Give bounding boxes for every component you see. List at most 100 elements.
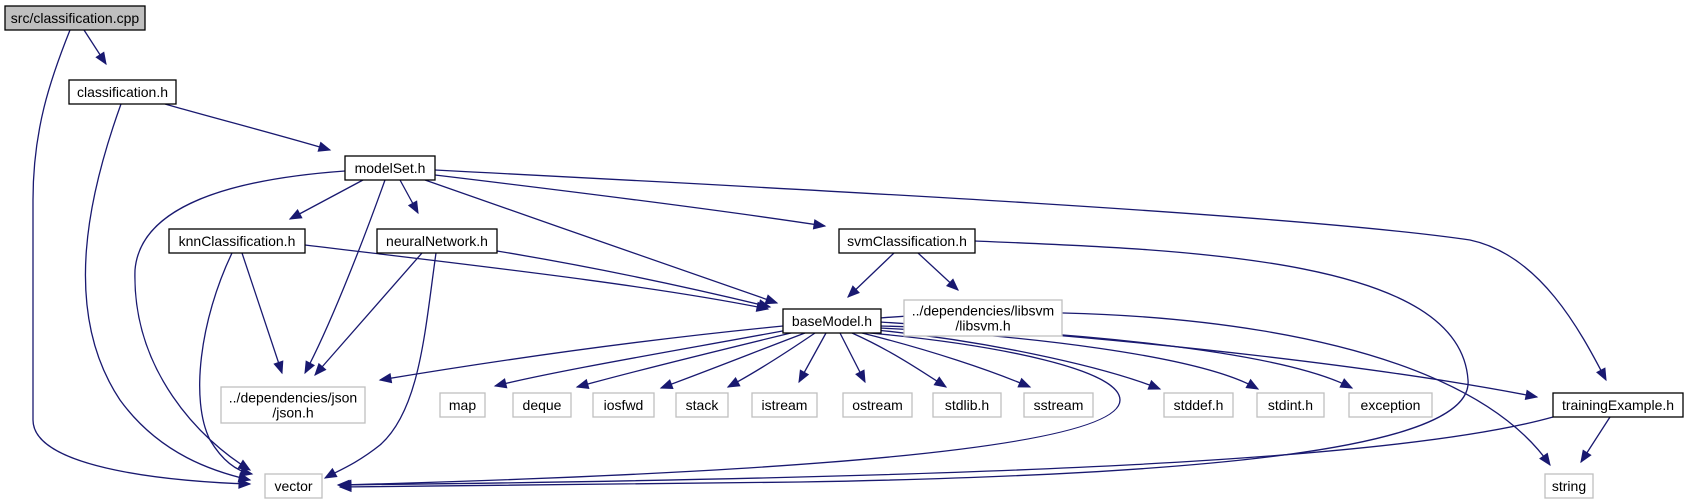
edge-modelSet-h-to-neuralNetwork-h [399,179,419,215]
node-classification-cpp[interactable]: src/classification.cpp [4,5,146,31]
edge-baseModel-h-to-iosfwd [659,332,806,389]
node-json-h: ../dependencies/json/json.h [220,386,366,424]
nodes-layer: src/classification.cpp classification.h mo… [4,5,1684,499]
node-deque: deque [512,392,572,418]
node-label: deque [523,397,562,413]
node-knnClassification-h[interactable]: knnClassification.h [168,228,306,254]
edge-arrowhead [933,376,948,388]
node-label: svmClassification.h [847,233,967,249]
edge-neuralNetwork-h-to-json-h [314,252,423,376]
node-box [1552,392,1684,418]
edge-arrowhead [1596,367,1607,382]
edge-arrowhead [407,200,419,215]
node-classification-h[interactable]: classification.h [68,79,177,105]
node-sstream: sstream [1023,392,1094,418]
node-box [932,392,1002,418]
node-svmClassification-h[interactable]: svmClassification.h [838,228,976,254]
node-box [675,392,729,418]
edge-svmClassification-h-to-baseModel-h [847,252,895,298]
edge-arrowhead [317,141,332,152]
edge-arrowhead [659,379,674,389]
edge-modelSet-h-to-knnClassification-h [288,179,364,220]
edge-knnClassification-h-to-vector [199,252,254,477]
node-box [1348,392,1433,418]
node-box [782,308,882,334]
edge-arrowhead [95,51,107,66]
edge-neuralNetwork-h-to-baseModel-h [496,250,772,310]
node-label: neuralNetwork.h [386,233,488,249]
edge-arrowhead [1245,378,1260,390]
edge-arrowhead [1339,378,1354,389]
node-label: stdlib.h [945,397,989,413]
node-box [344,155,436,181]
edge-arrowhead [798,369,810,384]
edge-arrowhead [726,376,741,388]
node-box [592,392,655,418]
edge-neuralNetwork-h-to-vector [323,252,437,479]
edge-arrowhead [314,362,327,376]
edge-arrowhead [855,369,866,384]
node-box [1163,392,1234,418]
node-stddef-h: stddef.h [1163,392,1234,418]
edge-modelSet-h-to-svmClassification-h [434,174,827,230]
edge-arrowhead [1524,389,1539,400]
edge-modelSet-h-to-trainingExample-h [434,169,1607,382]
node-box [376,228,498,254]
edge-baseModel-h-to-istream [798,332,827,384]
node-box [68,79,177,105]
edge-arrowhead [323,467,338,479]
node-box [512,392,572,418]
edge-classification-h-to-vector [84,103,252,483]
node-box [903,299,1063,337]
edge-arrowhead [1147,379,1162,390]
node-stack: stack [675,392,729,418]
node-label: /libsvm.h [955,318,1010,334]
node-label: exception [1361,397,1421,413]
edge-modelSet-h-to-vector [134,170,346,471]
edge-arrowhead [812,219,827,230]
node-label: iosfwd [604,397,644,413]
node-baseModel-h[interactable]: baseModel.h [782,308,882,334]
node-box [1256,392,1325,418]
node-ostream: ostream [842,392,913,418]
edge-arrowhead [1017,377,1032,388]
node-trainingExample-h[interactable]: trainingExample.h [1552,392,1684,418]
edge-knnClassification-h-to-baseModel-h [304,244,770,312]
node-neuralNetwork-h[interactable]: neuralNetwork.h [376,228,498,254]
node-box [842,392,913,418]
edge-arrowhead [757,299,772,310]
edge-baseModel-h-to-json-h [378,325,784,384]
node-label: knnClassification.h [179,233,296,249]
edge-modelSet-h-to-baseModel-h [424,179,779,305]
node-label: vector [274,478,312,494]
edge-classification-h-to-modelSet-h [164,103,332,152]
node-stdlib-h: stdlib.h [932,392,1002,418]
node-box [220,386,366,424]
edge-modelSet-h-to-json-h [304,179,386,375]
edge-baseModel-h-to-ostream [839,332,866,384]
edge-arrowhead [239,466,254,477]
node-istream: istream [751,392,818,418]
node-box [168,228,306,254]
edge-arrowhead [378,372,393,384]
edge-arrowhead [945,278,959,291]
node-label: string [1552,478,1586,494]
edges-layer [32,29,1611,493]
node-box [439,392,486,418]
edge-arrowhead [1539,452,1551,467]
node-box [4,5,146,31]
edge-arrowhead [764,294,779,305]
edge-arrowhead [1580,449,1592,464]
node-label: src/classification.cpp [11,10,140,26]
edge-arrowhead [304,360,316,375]
edge-trainingExample-h-to-vector [336,416,1554,491]
node-modelSet-h[interactable]: modelSet.h [344,155,436,181]
node-label: stack [686,397,720,413]
edge-arrowhead [273,360,284,375]
node-label: ostream [852,397,903,413]
node-label: istream [762,397,808,413]
edge-classification-cpp-to-classification-h [83,29,107,66]
node-label: map [449,397,476,413]
edge-baseModel-h-to-map [493,329,789,389]
